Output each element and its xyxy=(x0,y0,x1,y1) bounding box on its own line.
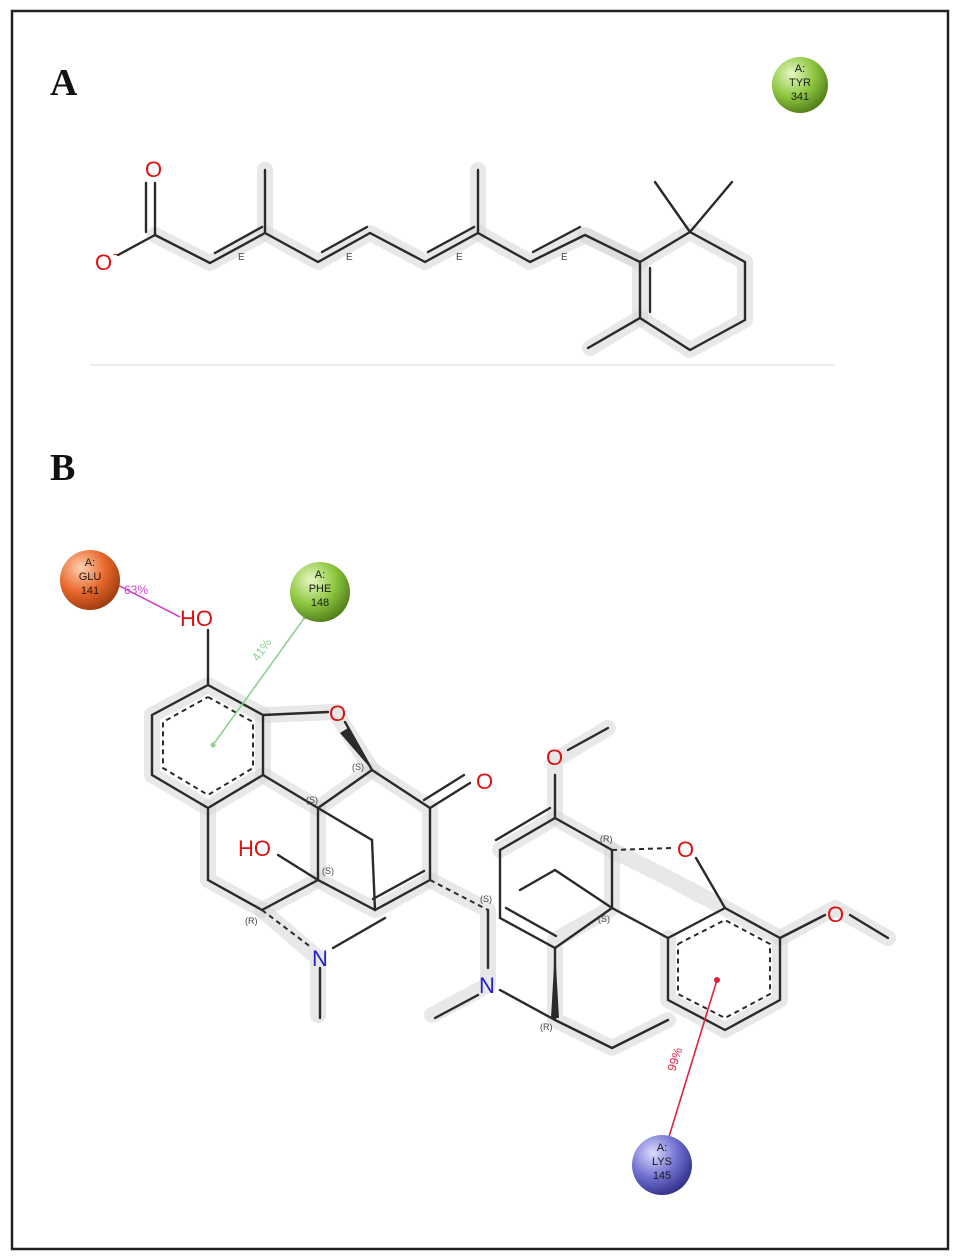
svg-text:LYS: LYS xyxy=(652,1156,672,1168)
stereo-label: (S) xyxy=(480,894,492,904)
svg-text:148: 148 xyxy=(311,597,329,609)
svg-text:A:: A: xyxy=(657,1142,667,1154)
stereo-label: (S) xyxy=(598,914,610,924)
charge-label: - xyxy=(113,245,118,261)
stereo-label: (S) xyxy=(352,762,364,772)
atom-label: HO xyxy=(238,836,271,861)
panel-label-b: B xyxy=(50,447,75,489)
atom-label: O xyxy=(827,902,844,927)
atom-label: N xyxy=(312,946,328,971)
stereo-label: E xyxy=(346,252,353,263)
stereo-label: E xyxy=(561,252,568,263)
svg-text:341: 341 xyxy=(791,91,809,103)
stereo-label: (R) xyxy=(540,1022,553,1032)
stereo-label: E xyxy=(456,252,463,263)
stereo-label: (R) xyxy=(245,916,258,926)
atom-label: O xyxy=(329,701,346,726)
stereo-label: (S) xyxy=(322,866,334,876)
residue-tyr-341: A: TYR 341 xyxy=(772,57,828,113)
atom-label: O xyxy=(95,250,112,275)
atom-label: HO xyxy=(180,606,213,631)
stereo-label: (R) xyxy=(600,834,613,844)
residue-lys-145: A: LYS 145 xyxy=(632,1135,692,1195)
svg-text:GLU: GLU xyxy=(79,571,102,583)
residue-phe-148: A: PHE 148 xyxy=(290,562,350,622)
residue-glu-141: A: GLU 141 xyxy=(60,550,120,610)
atom-label: N xyxy=(479,973,495,998)
interaction-glu-hbond: 63% xyxy=(111,581,181,618)
atom-label: O xyxy=(145,157,162,182)
svg-text:A:: A: xyxy=(795,63,805,75)
molecule-b: HO O O HO N N O O O (S) (S) (S) (S) (S) … xyxy=(144,606,896,1056)
svg-text:TYR: TYR xyxy=(789,77,811,89)
svg-text:141: 141 xyxy=(81,585,99,597)
stereo-label: (S) xyxy=(306,795,318,805)
panel-label-a: A xyxy=(50,62,78,104)
stereo-label: E xyxy=(238,252,245,263)
molecule-a: O O - E E E E xyxy=(95,157,753,358)
atom-label: O xyxy=(476,769,493,794)
svg-text:145: 145 xyxy=(653,1170,671,1182)
atom-label: O xyxy=(677,837,694,862)
atom-label: O xyxy=(546,745,563,770)
svg-text:PHE: PHE xyxy=(309,583,332,595)
interaction-percent: 63% xyxy=(124,583,148,597)
svg-text:A:: A: xyxy=(315,569,325,581)
svg-text:A:: A: xyxy=(85,557,95,569)
